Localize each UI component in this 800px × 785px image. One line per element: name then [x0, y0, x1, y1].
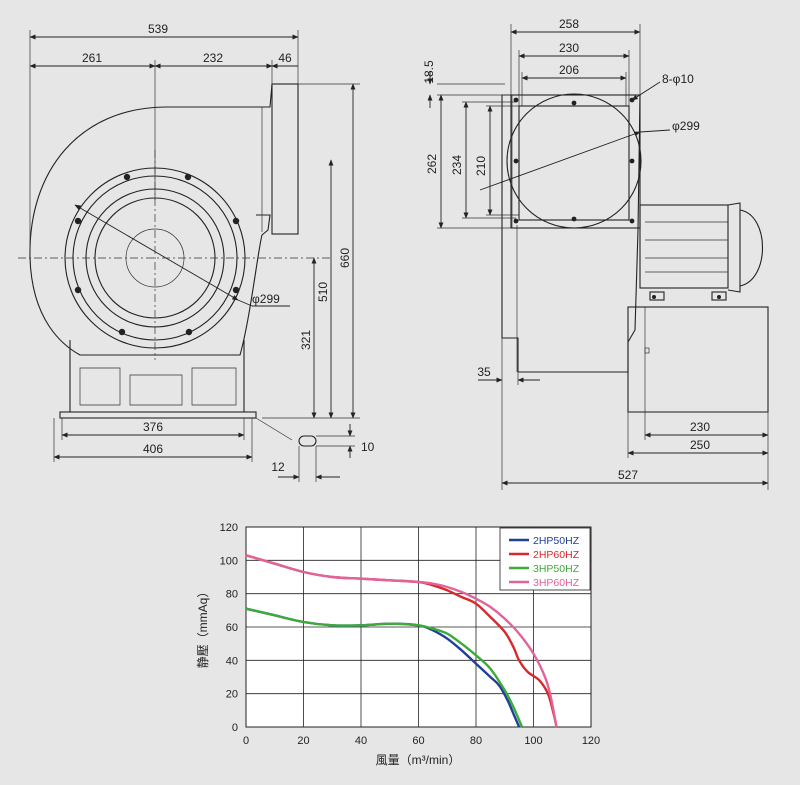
y-tick-label: 40: [226, 655, 238, 667]
legend-label: 2HP50HZ: [533, 535, 580, 547]
front-dim-center-height: 510: [316, 282, 330, 302]
chart-x-axis-label: 風量（m³/min）: [376, 753, 461, 767]
side-dim-height-inner: 210: [474, 156, 488, 176]
legend-box: [499, 527, 591, 591]
front-view: φ299 539 261 232 46 660 510 321: [18, 22, 375, 482]
front-diameter-label: φ299: [252, 292, 280, 306]
front-dim-base-inner: 376: [143, 420, 163, 434]
chart-ticks: 0 20 40 60 80 100 120 0 20 40 60 80 100 120: [220, 522, 601, 747]
side-dim-flange-mid: 230: [559, 41, 579, 55]
x-tick-label: 0: [243, 735, 249, 747]
side-dim-flange-outer: 258: [559, 17, 579, 31]
side-hole-spec: 8-φ10: [662, 72, 694, 86]
side-dim-motor-base-inner: 230: [690, 420, 710, 434]
side-outlet-diameter: φ299: [672, 119, 700, 133]
base-stand: [69, 340, 245, 413]
side-dim-flange-inner: 206: [559, 63, 579, 77]
y-tick-label: 20: [226, 689, 238, 701]
side-dim-overall-depth: 527: [618, 468, 638, 482]
series-line-3hp50hz: [245, 607, 524, 728]
base-plate: [59, 411, 257, 419]
y-tick-label: 0: [232, 722, 238, 734]
legend-label: 2HP60HZ: [533, 549, 580, 561]
x-tick-label: 60: [412, 735, 424, 747]
front-dim-flange: 46: [278, 51, 292, 65]
y-tick-label: 120: [220, 522, 238, 534]
y-tick-label: 60: [226, 622, 238, 634]
side-dim-motor-base-outer: 250: [690, 438, 710, 452]
x-tick-label: 40: [355, 735, 367, 747]
motor: [639, 202, 764, 301]
side-bolt-holes: [513, 97, 635, 224]
chart-series: [245, 554, 558, 728]
motor-base: [627, 306, 769, 413]
y-tick-label: 100: [220, 555, 238, 567]
front-dim-total-height: 660: [338, 248, 352, 268]
side-housing: [501, 94, 641, 373]
side-dim-height-mid: 234: [450, 155, 464, 175]
mounting-slot: [298, 435, 317, 447]
chart-y-axis-label: 静壓（mmAq）: [196, 586, 210, 669]
front-dim-slot-height: 10: [361, 440, 375, 454]
front-dim-base-outer: 406: [143, 442, 163, 456]
front-dim-slot-width: 12: [271, 460, 285, 474]
y-tick-label: 80: [226, 589, 238, 601]
side-view: 258 230 206 8-φ10 φ299 18.5 262 234 210: [422, 17, 769, 490]
legend-label: 3HP60HZ: [533, 577, 580, 589]
chart-legend: 2HP50HZ 2HP60HZ 3HP50HZ 3HP60HZ: [499, 527, 591, 591]
side-dim-top-offset: 18.5: [422, 60, 436, 84]
series-line-3hp60hz: [245, 554, 558, 728]
x-tick-label: 80: [470, 735, 482, 747]
x-tick-label: 20: [297, 735, 309, 747]
side-dim-foot-offset: 35: [477, 365, 491, 379]
side-outlet-flange: [510, 94, 641, 229]
side-outlet-opening: [518, 105, 630, 221]
front-dim-inlet-side: 261: [82, 51, 102, 65]
side-dim-height-outer: 262: [425, 154, 439, 174]
front-dim-base-to-axis: 321: [299, 330, 313, 350]
front-dim-outlet-side: 232: [203, 51, 223, 65]
legend-label: 3HP50HZ: [533, 563, 580, 575]
front-dim-overall-width: 539: [148, 22, 168, 36]
side-outlet-circle: [506, 93, 642, 229]
outlet-flange: [271, 83, 299, 235]
x-tick-label: 120: [582, 735, 600, 747]
volute-housing: [29, 83, 273, 356]
x-tick-label: 100: [524, 735, 542, 747]
